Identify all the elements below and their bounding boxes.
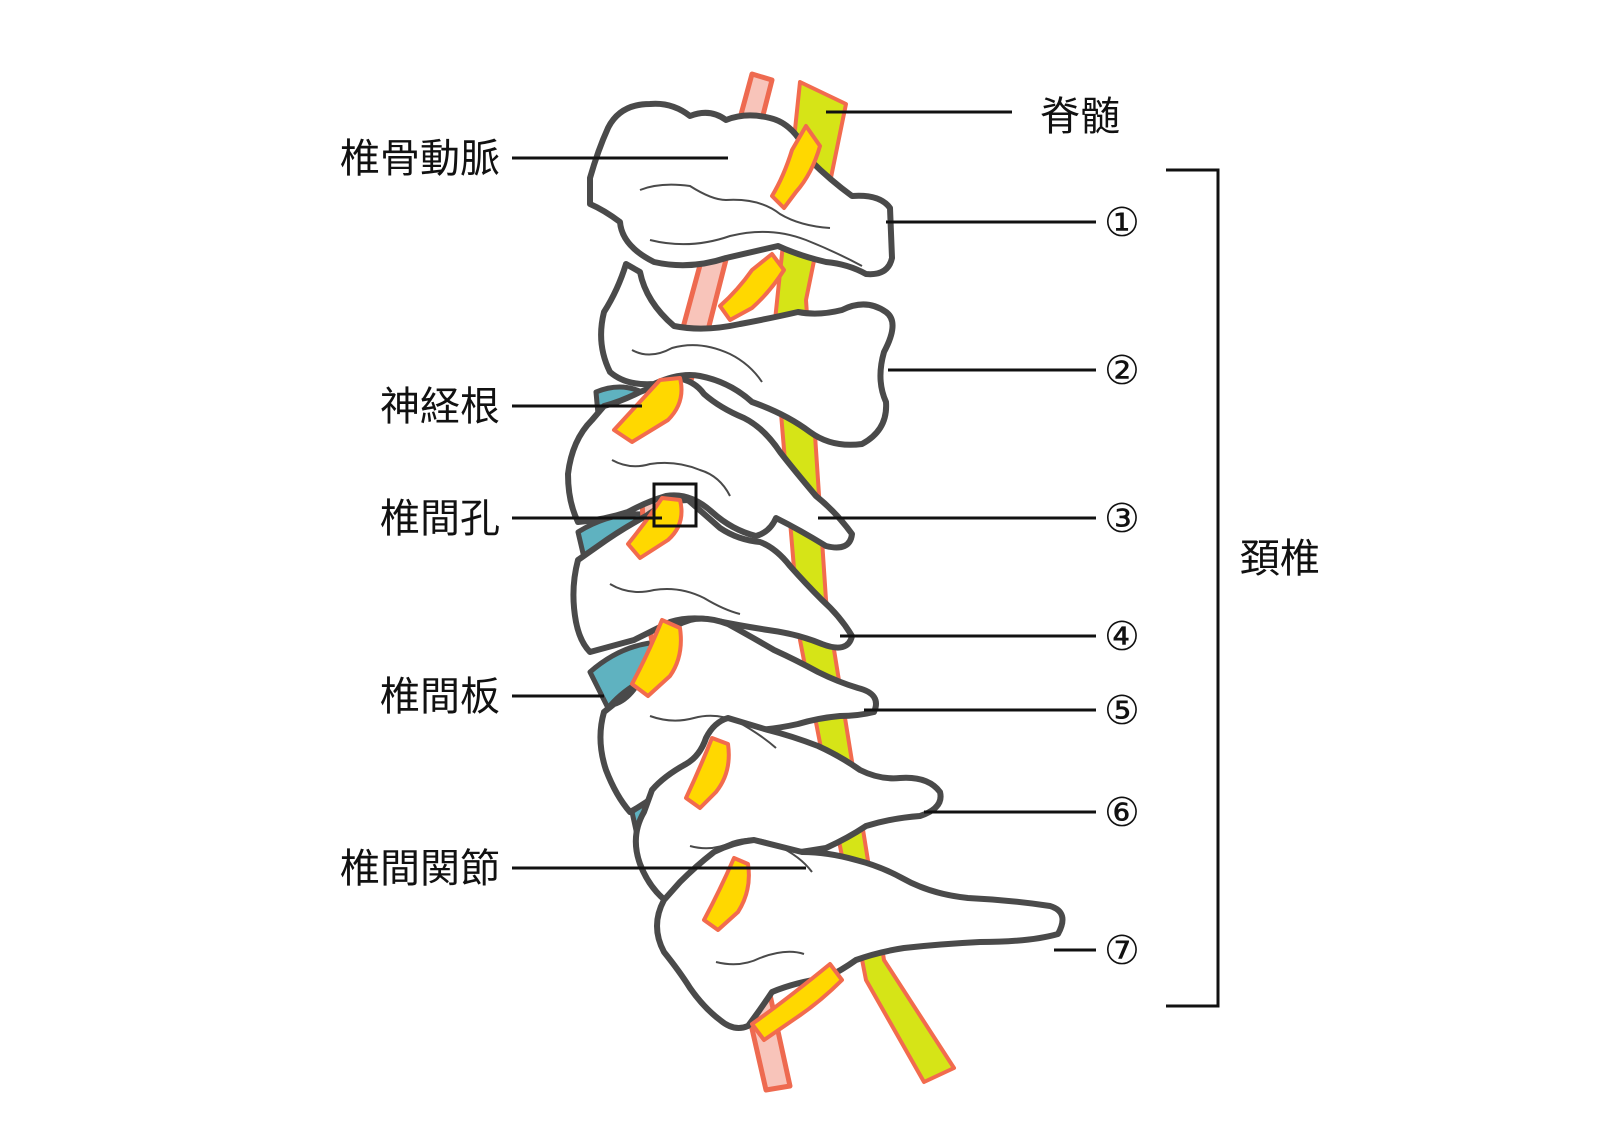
vertebra-number-1: ① xyxy=(1104,200,1140,246)
vertebra-c2 xyxy=(598,261,896,448)
vertebra-c7 xyxy=(654,837,1066,1031)
vertebra-number-3: ③ xyxy=(1104,496,1140,542)
nerve-root-8 xyxy=(750,962,844,1042)
detail-line xyxy=(611,459,731,497)
nerve-roots xyxy=(612,124,844,1042)
detail-line xyxy=(609,583,741,615)
detail-line xyxy=(639,183,831,229)
vertebra-number-4: ④ xyxy=(1104,614,1140,660)
nerve-root-4 xyxy=(626,496,684,560)
vertebra-numbers: ① ② ③ ④ ⑤ ⑥ ⑦ xyxy=(1104,200,1140,974)
label-spinal-cord: 脊髄 xyxy=(1040,94,1120,140)
leader-lines xyxy=(512,110,1096,952)
nerve-root-2 xyxy=(718,252,786,322)
label-intervertebral-disc: 椎間板 xyxy=(380,674,500,720)
nerve-root-7 xyxy=(702,856,751,932)
nerve-root-5 xyxy=(630,618,683,698)
label-facet-joint: 椎間関節 xyxy=(340,846,500,892)
detail-line xyxy=(649,230,863,267)
vertebra-number-5: ⑤ xyxy=(1104,688,1140,734)
detail-line xyxy=(649,714,777,749)
nerve-root-3 xyxy=(612,376,684,444)
detail-line xyxy=(715,950,805,966)
vertebra-number-7: ⑦ xyxy=(1104,928,1140,974)
vertebra-number-2: ② xyxy=(1104,348,1140,394)
detail-line xyxy=(631,344,763,383)
vertebra-number-6: ⑥ xyxy=(1104,790,1140,836)
nerve-root-1 xyxy=(770,124,822,210)
labels: 脊髄 椎骨動脈 神経根 椎間孔 椎間板 椎間関節 頚椎 xyxy=(340,94,1320,892)
nerve-root-6 xyxy=(684,736,731,810)
label-nerve-root: 神経根 xyxy=(380,384,500,430)
bone-details xyxy=(609,183,863,966)
foramen-highlight-box xyxy=(652,482,698,528)
cervical-bracket xyxy=(1166,168,1220,1008)
label-vertebral-artery: 椎骨動脈 xyxy=(340,136,500,182)
vertebra-c1 xyxy=(587,100,895,278)
label-cervical-spine: 頚椎 xyxy=(1240,536,1320,582)
detail-line xyxy=(689,837,813,873)
label-intervertebral-foramen: 椎間孔 xyxy=(380,496,500,542)
